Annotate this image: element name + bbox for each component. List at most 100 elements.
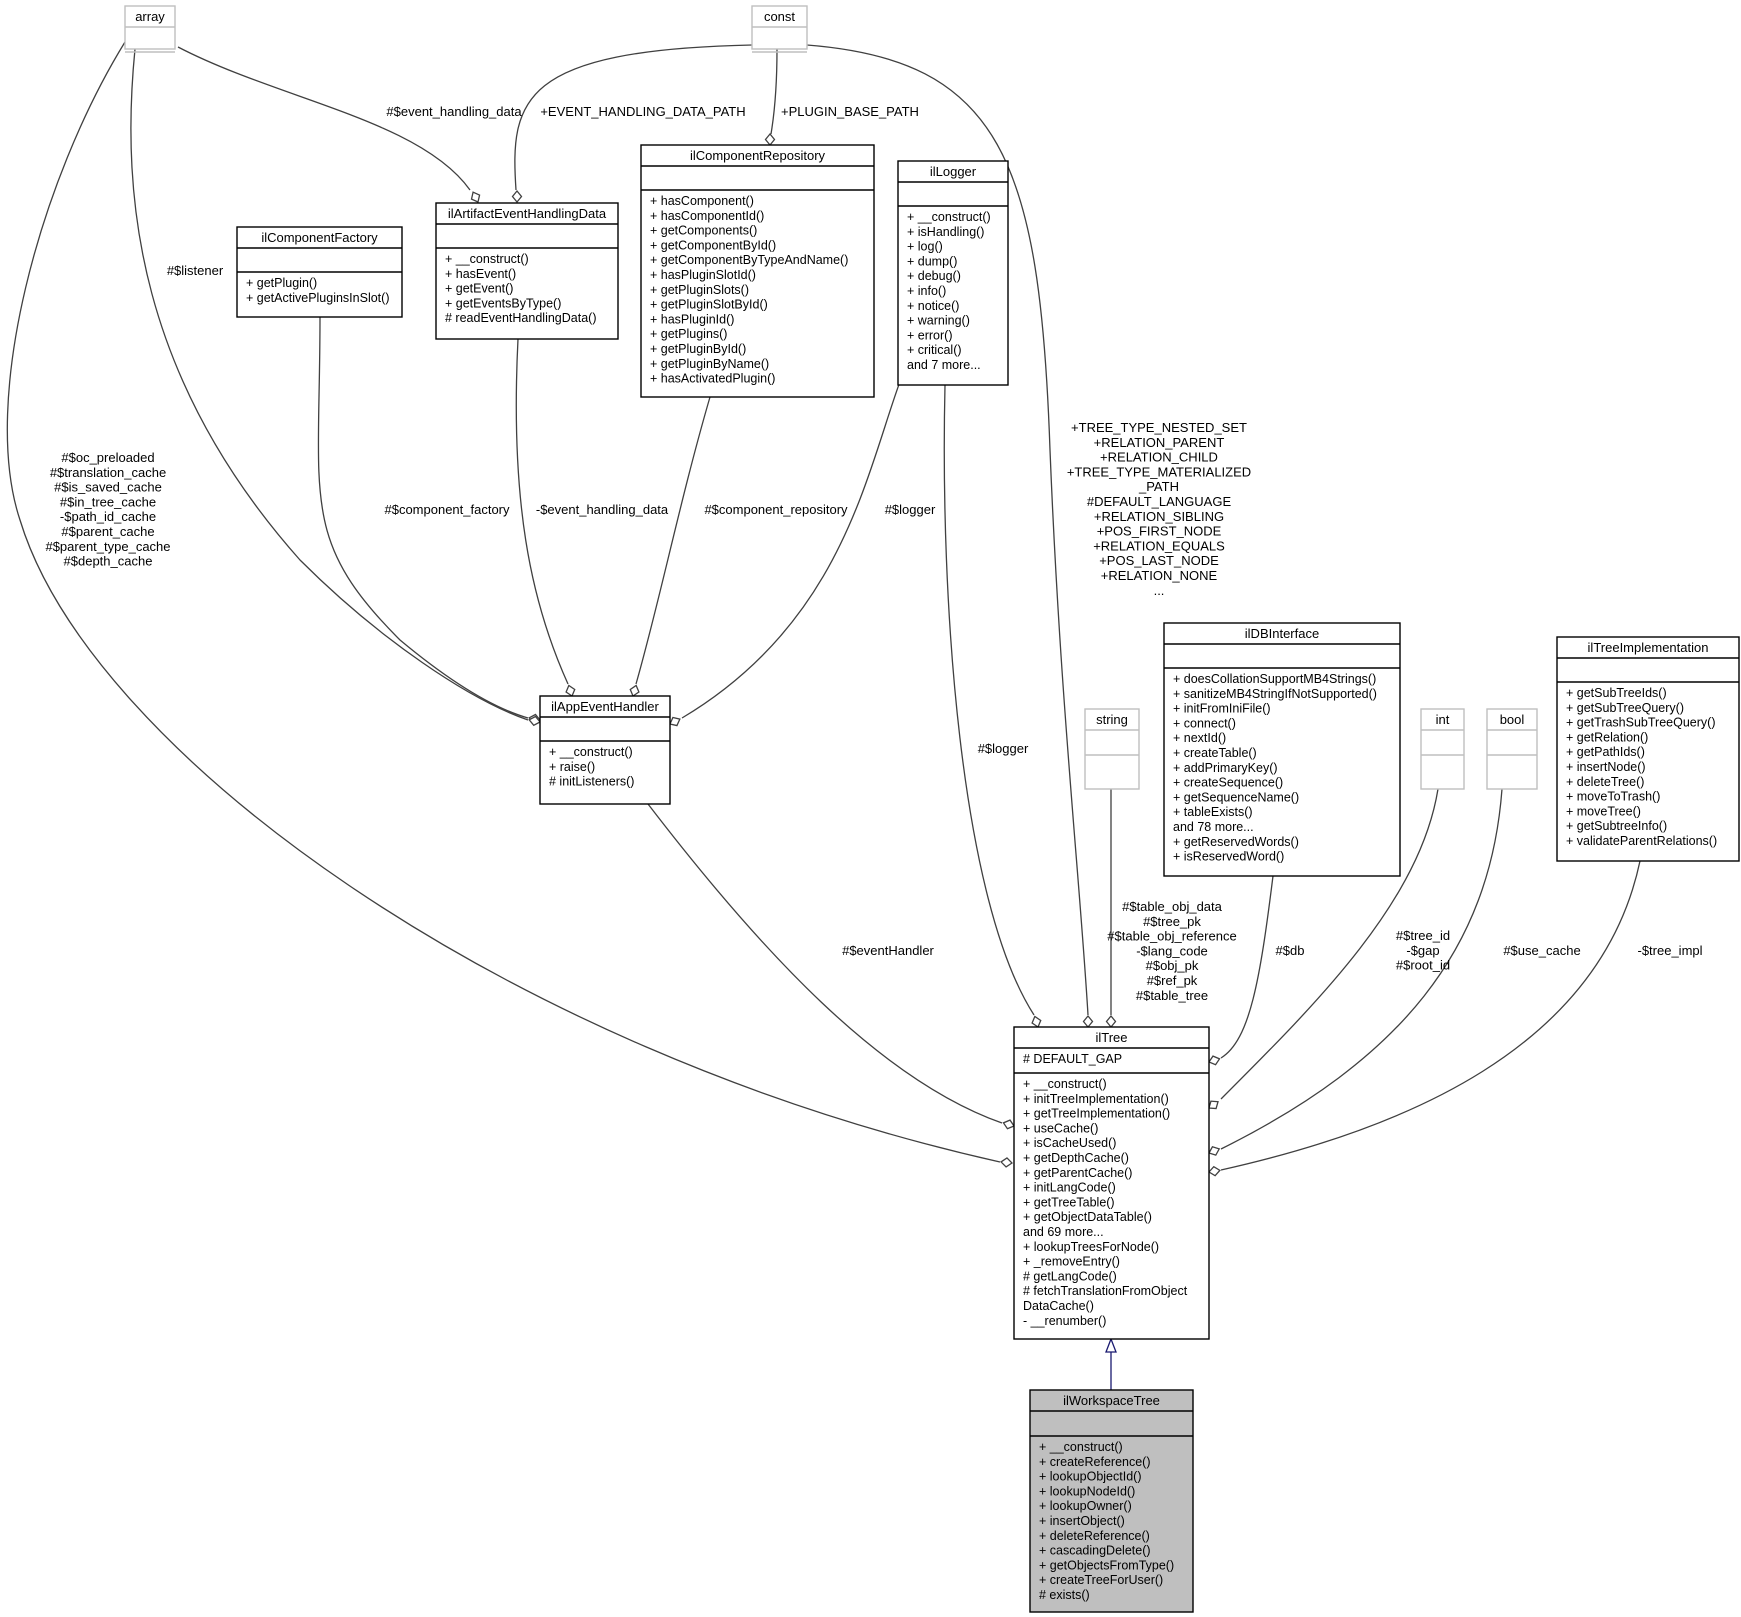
class-method: + getObjectDataTable()	[1023, 1210, 1152, 1224]
edge-label-string-to-tree: #$table_obj_data#$tree_pk#$table_obj_ref…	[1107, 899, 1236, 1003]
class-title: int	[1436, 712, 1450, 727]
class-box	[1013, 1026, 1210, 1340]
class-method: + insertNode()	[1566, 760, 1646, 774]
class-method: + validateParentRelations()	[1566, 834, 1717, 848]
class-method: + hasEvent()	[445, 267, 516, 281]
class-method: + createTreeForUser()	[1039, 1573, 1163, 1587]
class-method: + getRelation()	[1566, 730, 1648, 744]
class-method: + getTreeImplementation()	[1023, 1107, 1170, 1121]
class-method: + getDepthCache()	[1023, 1151, 1129, 1165]
edge-label-line: -$gap	[1406, 943, 1439, 958]
edge-logger-to-tree	[943, 384, 1035, 1016]
class-node-ilTreeImplementation[interactable]: ilTreeImplementation+ getSubTreeIds()+ g…	[1556, 636, 1740, 862]
nodes-layer: array const ilComponentRepository+ hasComp…	[124, 5, 1740, 1613]
class-method: + getTrashSubTreeQuery()	[1566, 716, 1715, 730]
class-method: + __construct()	[549, 745, 633, 759]
class-method: + lookupObjectId()	[1039, 1470, 1141, 1484]
edge-string-to-tree-diamond	[1105, 1014, 1117, 1029]
class-title: ilComponentFactory	[261, 230, 378, 245]
edge-label-line: #$root_id	[1396, 958, 1450, 973]
edge-array-to-tree-diamond	[1000, 1157, 1014, 1168]
class-node-ilComponentRepository[interactable]: ilComponentRepository+ hasComponent()+ h…	[640, 144, 875, 398]
class-title: ilAppEventHandler	[551, 699, 659, 714]
edge-bool-to-tree	[1220, 788, 1503, 1150]
class-method: + getPluginByName()	[650, 357, 769, 371]
class-method: + isHandling()	[907, 225, 984, 239]
edge-label-line: _PATH	[1138, 479, 1179, 494]
class-method: + dump()	[907, 254, 957, 268]
class-method: + log()	[907, 240, 943, 254]
class-node-ilTree[interactable]: ilTree # DEFAULT_GAP + __construct() + init…	[1013, 1026, 1210, 1340]
class-method: + lookupTreesForNode()	[1023, 1240, 1159, 1254]
class-node-ilWorkspaceTree[interactable]: ilWorkspaceTree+ __construct()+ createRe…	[1029, 1389, 1194, 1613]
class-method: + getSubTreeQuery()	[1566, 701, 1684, 715]
edge-label-line: #$use_cache	[1503, 943, 1580, 958]
class-method: + addPrimaryKey()	[1173, 761, 1278, 775]
edge-label-line: #$eventHandler	[842, 943, 934, 958]
class-method: + getSequenceName()	[1173, 790, 1299, 804]
class-method: + createTable()	[1173, 746, 1257, 760]
class-title: ilWorkspaceTree	[1063, 1393, 1160, 1408]
edge-bool-to-tree-diamond	[1208, 1145, 1221, 1156]
class-attribute: # DEFAULT_GAP	[1023, 1052, 1122, 1066]
class-node-ilLogger[interactable]: ilLogger+ __construct()+ isHandling()+ l…	[897, 160, 1009, 386]
edge-label-line: #$translation_cache	[50, 465, 166, 480]
class-title: ilTree	[1095, 1030, 1127, 1045]
class-node-string[interactable]: string	[1084, 708, 1140, 790]
edge-label-impl-to-tree: -$tree_impl	[1637, 943, 1702, 958]
edge-label-eventhandler-to-tree: #$eventHandler	[842, 943, 934, 958]
class-method: + __construct()	[445, 252, 529, 266]
class-node-ilComponentFactory[interactable]: ilComponentFactory+ getPlugin()+ getActi…	[236, 226, 403, 318]
class-method: + __construct()	[1023, 1077, 1107, 1091]
edge-label-line: #$parent_cache	[61, 524, 154, 539]
class-node-ilDBInterface[interactable]: ilDBInterface+ doesCollationSupportMB4St…	[1163, 622, 1401, 877]
class-box	[1029, 1389, 1194, 1613]
class-title: array	[135, 9, 165, 24]
edge-array-to-artifact	[177, 46, 471, 191]
edge-label-line: #$db	[1276, 943, 1305, 958]
edge-label-line: ...	[1154, 583, 1165, 598]
class-node-array[interactable]: array	[124, 5, 176, 53]
class-node-bool[interactable]: bool	[1486, 708, 1538, 790]
class-box	[1420, 708, 1465, 790]
edge-impl-to-tree-diamond	[1207, 1165, 1221, 1177]
class-method: + moveTree()	[1566, 804, 1641, 818]
class-method: + isCacheUsed()	[1023, 1136, 1116, 1150]
edge-int-to-tree-diamond	[1208, 1100, 1219, 1110]
class-method: + cascadingDelete()	[1039, 1544, 1151, 1558]
class-title: ilArtifactEventHandlingData	[448, 206, 607, 221]
edge-label-line: +POS_LAST_NODE	[1099, 553, 1219, 568]
edge-label-line: #$obj_pk	[1146, 958, 1199, 973]
edge-logger-to-tree-diamond	[1031, 1015, 1042, 1028]
class-node-int[interactable]: int	[1420, 708, 1465, 790]
edge-label-line: #$oc_preloaded	[61, 450, 154, 465]
edge-label-db-to-tree: #$db	[1276, 943, 1305, 958]
class-node-ilArtifactEventHandlingData[interactable]: ilArtifactEventHandlingData + __construct…	[435, 202, 619, 340]
edge-label-array-to-tree: #$oc_preloaded#$translation_cache#$is_sa…	[45, 450, 170, 569]
class-method: + _removeEntry()	[1023, 1255, 1120, 1269]
edges-layer	[6, 41, 1641, 1390]
class-method: + warning()	[907, 314, 970, 328]
class-method: + hasPluginId()	[650, 312, 734, 326]
class-method: + nextId()	[1173, 731, 1226, 745]
class-title: ilDBInterface	[1245, 626, 1319, 641]
edge-label-line: #$table_obj_reference	[1107, 929, 1236, 944]
edge-label-repository-to-eventhandler: #$component_repository	[704, 502, 848, 517]
edge-factory-to-eventhandler-diamond	[528, 715, 542, 727]
edge-db-to-tree	[1220, 875, 1274, 1059]
class-title: const	[764, 9, 795, 24]
class-node-const[interactable]: const	[751, 5, 808, 53]
edge-label-line: #$logger	[978, 741, 1029, 756]
edge-const-to-tree-diamond	[1082, 1014, 1094, 1029]
edge-db-to-tree-diamond	[1208, 1055, 1221, 1066]
class-method: + raise()	[549, 760, 595, 774]
class-method: + __construct()	[1039, 1440, 1123, 1454]
class-method: + error()	[907, 328, 953, 342]
class-method: - __renumber()	[1023, 1314, 1106, 1328]
class-method: + initLangCode()	[1023, 1181, 1116, 1195]
edge-int-to-tree	[1220, 788, 1439, 1100]
class-node-ilAppEventHandler[interactable]: ilAppEventHandler + __construct()+ raise(…	[539, 695, 671, 805]
class-box	[1556, 636, 1740, 862]
class-box	[435, 202, 619, 340]
